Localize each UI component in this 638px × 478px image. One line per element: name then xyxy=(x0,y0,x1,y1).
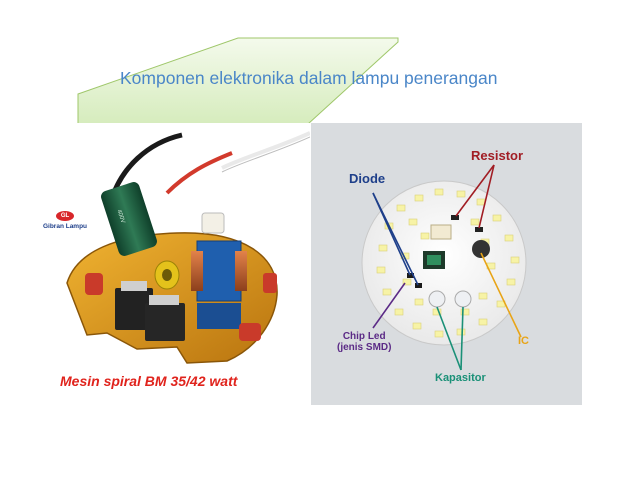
led-module-illustration xyxy=(361,164,527,371)
brand-logo: GL Gibran Lampu xyxy=(37,211,93,230)
diode-pointer-2 xyxy=(372,192,419,286)
label-ic: IC xyxy=(518,335,529,347)
svg-text:400V: 400V xyxy=(115,209,125,224)
round-component xyxy=(472,240,490,258)
red-capacitor-right xyxy=(239,323,261,341)
label-resistor: Resistor xyxy=(471,148,524,163)
electrolytic-capacitor xyxy=(101,182,157,256)
resistor-1 xyxy=(451,215,459,220)
diode-2 xyxy=(415,283,422,288)
label-chip-led-line2: (jenis SMD) xyxy=(337,342,392,353)
led-module-photo: Resistor Diode Chip Led (jenis SMD) IC K… xyxy=(311,123,582,405)
resistor-pointer-1 xyxy=(455,164,495,217)
white-wire xyxy=(221,131,310,170)
chip-led-pointer xyxy=(372,282,406,329)
red-capacitor-left xyxy=(85,273,103,295)
brand-name: Gibran Lampu xyxy=(42,223,88,230)
kapasitor-pointer-1 xyxy=(436,306,462,371)
title-banner-shape xyxy=(77,37,399,125)
label-diode: Diode xyxy=(349,171,386,186)
transistor-left xyxy=(115,288,153,330)
ballast-circuit-illustration: 400V xyxy=(66,131,310,364)
slide-title: Komponen elektronika dalam lampu peneran… xyxy=(120,68,498,88)
label-kapasitor: Kapasitor xyxy=(435,372,486,384)
brand-badge: GL xyxy=(56,211,74,221)
white-ceramic-part xyxy=(201,212,225,234)
ballast-circuit-photo: 400V GL Gibran Lampu Mesin spiral BM 35/… xyxy=(27,123,310,405)
transistor-right xyxy=(145,303,185,341)
resistor-2 xyxy=(475,227,483,232)
label-chip-led: Chip Led (jenis SMD) xyxy=(337,331,391,353)
ballast-caption: Mesin spiral BM 35/42 watt xyxy=(60,373,238,389)
label-chip-led-line1: Chip Led xyxy=(342,331,386,342)
capacitor-1 xyxy=(428,290,446,308)
red-wire xyxy=(165,151,233,195)
capacitor-2 xyxy=(454,290,472,308)
diode-1 xyxy=(407,273,414,278)
blue-transformer xyxy=(196,240,242,302)
resistor-pointer-2 xyxy=(478,164,495,229)
ic-pointer xyxy=(480,252,522,338)
kapasitor-pointer-2 xyxy=(460,306,464,371)
connector xyxy=(430,224,452,240)
